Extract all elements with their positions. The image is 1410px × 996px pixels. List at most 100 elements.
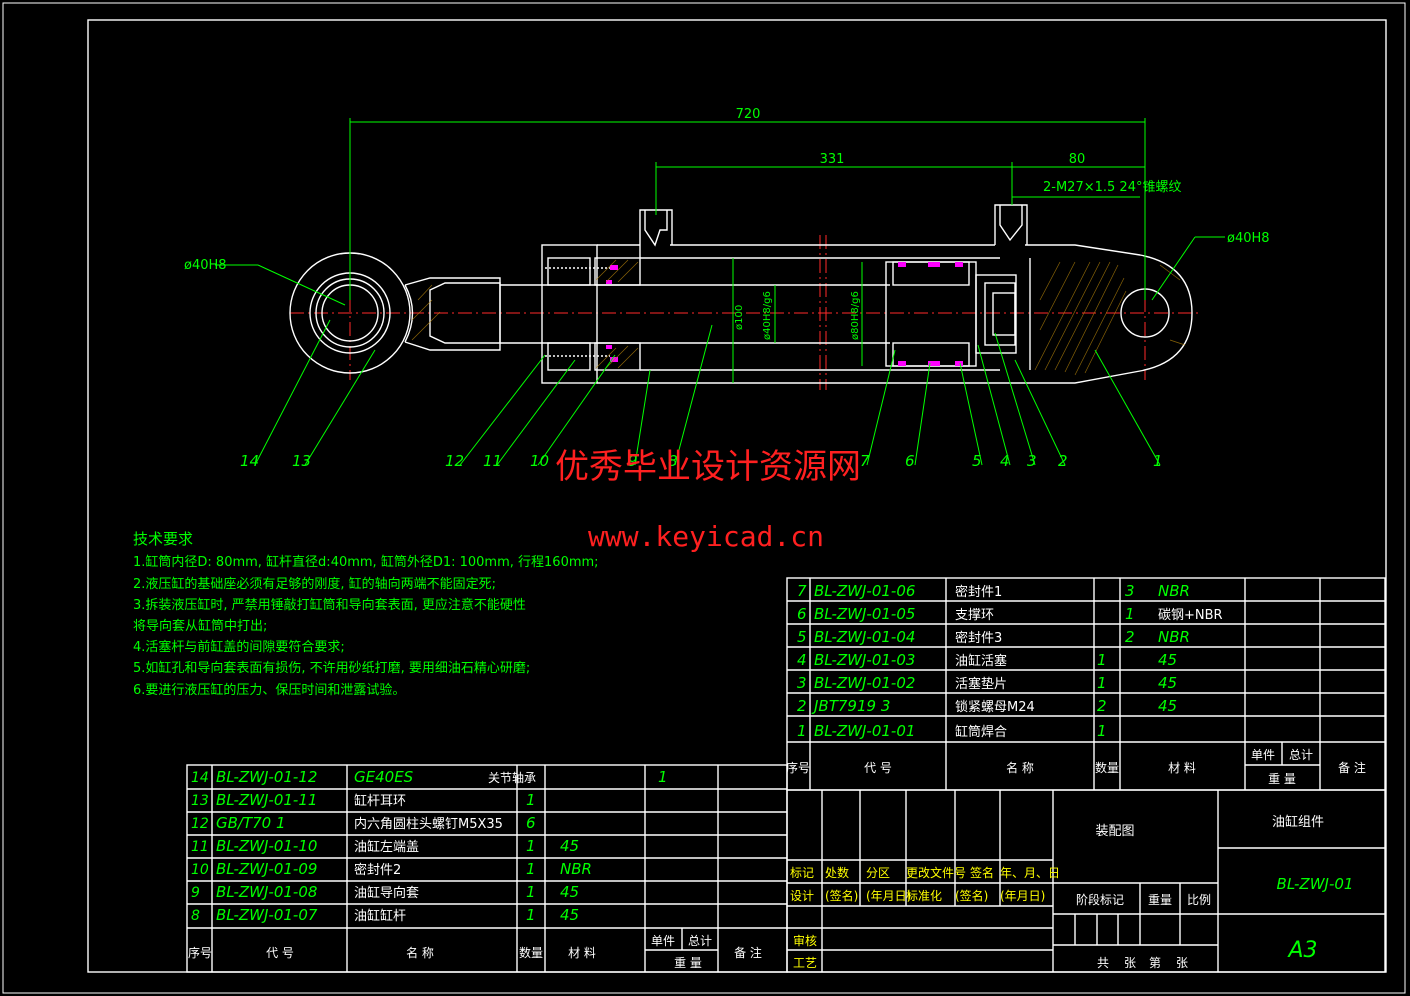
bom-right-name: 密封件1 xyxy=(955,584,1002,600)
rev-row-cell: 处数 xyxy=(825,865,849,880)
dim-port-spacing: 331 xyxy=(820,152,845,167)
rev-row-cell: 签名 xyxy=(970,865,994,880)
bom-right-code: BL-ZWJ-01-06 xyxy=(814,582,915,600)
bom-right-no: 3 xyxy=(797,674,807,692)
bom-left-header: 序号 代 号 名 称 数量 材 料 单件 总计 重 量 备 注 xyxy=(188,934,762,970)
bom-left-h-qty: 数量 xyxy=(519,945,543,960)
bom-left-h-no: 序号 xyxy=(188,945,212,960)
dim-bore-left: ø40H8 xyxy=(184,258,227,273)
rev-row-cell: 年、月、日 xyxy=(1000,866,1060,880)
leader-lines xyxy=(254,319,1161,466)
bom-right-qty: 1 xyxy=(1097,674,1107,692)
bom-right-mat: 碳钢+NBR xyxy=(1158,608,1223,623)
bom-right-qty-alt: 1 xyxy=(1125,605,1135,623)
piston-rod xyxy=(500,284,890,344)
design-row-cell: (年月日) xyxy=(1000,889,1045,903)
cylinder-body xyxy=(541,204,1193,384)
bom-right-h-total: 总计 xyxy=(1289,748,1313,762)
bom-right-no: 7 xyxy=(797,582,807,600)
dim-outer-dia: ø100 xyxy=(734,305,745,330)
design-row-cell: 标准化 xyxy=(906,889,942,903)
bom-left-name: 油缸左端盖 xyxy=(354,839,419,855)
bom-left-h-weight: 重 量 xyxy=(674,956,702,970)
bom-left-name: 油缸缸杆 xyxy=(354,908,406,924)
part-name: 油缸组件 xyxy=(1272,814,1324,830)
bom-right-qty: 1 xyxy=(1097,651,1107,669)
drawing-number: BL-ZWJ-01 xyxy=(1277,875,1354,893)
bom-left-code: GB/T70 1 xyxy=(216,814,286,832)
rev-row-cell: 标记 xyxy=(790,866,814,880)
bom-right-qty-alt: 2 xyxy=(1125,628,1135,646)
design-row-cell: (年月日) xyxy=(866,889,911,903)
bom-right-h-mat: 材 料 xyxy=(1168,761,1196,775)
bom-left-no: 8 xyxy=(191,908,200,924)
process-label: 工艺 xyxy=(793,956,817,970)
design-row-cell: (签名) xyxy=(825,888,858,903)
sheets-total: 共 xyxy=(1097,956,1109,970)
stage-mark: 阶段标记 xyxy=(1076,892,1124,907)
bom-left-mat: 45 xyxy=(560,906,579,924)
balloon-11: 11 xyxy=(483,452,502,470)
bom-right-code: BL-ZWJ-01-02 xyxy=(814,674,915,692)
bom-left-h-mat: 材 料 xyxy=(568,946,596,960)
tech-line-1: 1.缸筒内径D: 80mm, 缸杆直径d:40mm, 缸筒外径D1: 100mm… xyxy=(133,554,599,570)
weight-label: 重量 xyxy=(1148,893,1172,907)
tech-line-5: 4.活塞杆与前缸盖的间隙要符合要求; xyxy=(133,639,345,655)
bom-right-name: 支撑环 xyxy=(955,608,994,623)
rev-row-cell: 更改文件号 xyxy=(906,865,966,880)
bom-left-qty: 1 xyxy=(526,860,536,878)
bom-left-code: BL-ZWJ-01-12 xyxy=(216,768,317,786)
scale-label: 比例 xyxy=(1187,893,1211,907)
bom-left-name: 内六角圆柱头螺钉M5X35 xyxy=(354,816,503,832)
bom-left-h-name: 名 称 xyxy=(406,945,434,960)
title-block-rows: 标记处数分区更改文件号签名年、月、日设计(签名)(年月日)标准化(签名)(年月日… xyxy=(790,865,1060,903)
bom-left-qty: 1 xyxy=(526,883,536,901)
watermark-title: 优秀毕业设计资源网 xyxy=(555,447,861,487)
design-row-cell: 设计 xyxy=(790,889,814,903)
dim-thread: 2-M27×1.5 24°锥螺纹 xyxy=(1043,180,1181,195)
bom-right-name: 活塞垫片 xyxy=(955,676,1007,692)
bom-left-name: 缸杆耳环 xyxy=(354,793,406,809)
balloon-3: 3 xyxy=(1027,452,1037,470)
bom-right-code: BL-ZWJ-01-05 xyxy=(814,605,915,623)
balloon-7: 7 xyxy=(860,452,870,470)
balloon-8: 8 xyxy=(668,452,678,470)
bom-right-no: 1 xyxy=(797,722,807,740)
bom-right-h-code: 代 号 xyxy=(864,761,892,775)
dim-bore-right: ø40H8 xyxy=(1227,231,1270,246)
bom-right-h-remark: 备 注 xyxy=(1338,760,1366,775)
bom-table-right xyxy=(786,577,1386,791)
bom-left-qty: 1 xyxy=(658,768,668,786)
bom-left-code: BL-ZWJ-01-08 xyxy=(216,883,317,901)
balloon-5: 5 xyxy=(972,452,982,470)
bom-right-h-no: 序号 xyxy=(786,760,810,775)
bom-left-name: 油缸导向套 xyxy=(354,885,419,901)
bom-right-no: 5 xyxy=(797,628,807,646)
bom-left-no: 11 xyxy=(191,839,209,855)
dimension-lines xyxy=(215,118,1225,383)
bom-right-no: 2 xyxy=(797,697,807,715)
balloon-13: 13 xyxy=(292,452,311,470)
bom-left-h-code: 代 号 xyxy=(266,946,294,960)
bom-right-name: 锁紧螺母M24 xyxy=(955,699,1035,715)
bom-right-mat: NBR xyxy=(1158,628,1190,646)
bom-right-name: 油缸活塞 xyxy=(955,653,1007,669)
bom-right-qty: 1 xyxy=(1097,722,1107,740)
balloon-labels: 14 13 12 11 10 9 8 7 6 5 4 3 2 1 xyxy=(240,452,1163,470)
balloon-4: 4 xyxy=(1000,452,1010,470)
bom-right-h-unit: 单件 xyxy=(1251,748,1275,762)
balloon-12: 12 xyxy=(445,452,464,470)
bom-right-mat: NBR xyxy=(1158,582,1190,600)
bom-right-h-name: 名 称 xyxy=(1006,760,1034,775)
drawing-type: 装配图 xyxy=(1095,824,1134,839)
bom-right-code: BL-ZWJ-01-03 xyxy=(814,651,915,669)
tech-line-4: 将导向套从缸筒中打出; xyxy=(133,618,267,634)
watermark-url: www.keyicad.cn xyxy=(588,520,824,553)
bom-right-h-qty: 数量 xyxy=(1095,760,1119,775)
bom-right-qty: 2 xyxy=(1097,697,1107,715)
bom-left-code: BL-ZWJ-01-11 xyxy=(216,791,317,809)
bom-left-qty: 1 xyxy=(526,791,536,809)
